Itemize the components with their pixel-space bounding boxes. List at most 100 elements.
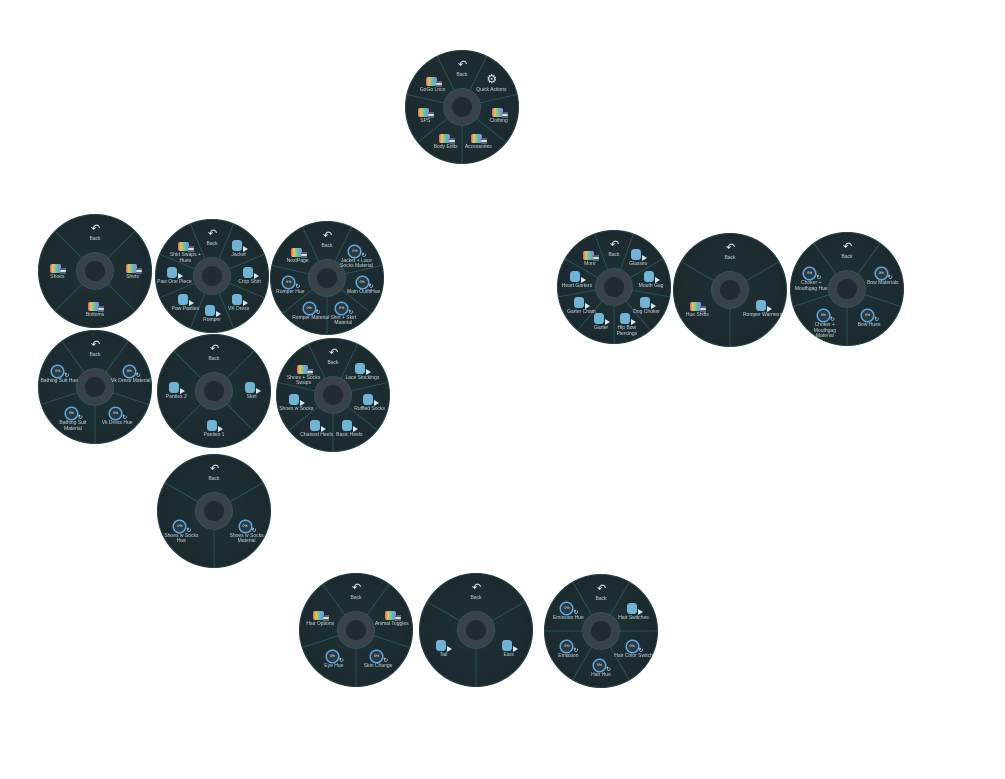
- menu-item-main-outfithue[interactable]: 0%↻Main OutfitHue: [344, 276, 384, 296]
- sector-dividers: [557, 233, 671, 344]
- menu-item-panties-2[interactable]: Panties 2: [156, 381, 196, 401]
- submenu-icon: [383, 608, 401, 622]
- menu-item-shirts[interactable]: Shirts: [113, 261, 153, 281]
- menu-item-paw-one-piece[interactable]: Paw One Piece: [154, 266, 194, 286]
- menu-item-dog-choker[interactable]: Dog Choker: [627, 296, 667, 316]
- menu-item-shoes-w-socks[interactable]: Shoes w Socks: [276, 393, 316, 413]
- menu-item-paw-pasties[interactable]: Paw Pasties: [165, 293, 205, 313]
- menu-item-hair-color-switch[interactable]: 0%↻Hair Color Switch: [614, 640, 654, 660]
- menu-item-emission-hue[interactable]: 0%↻Emission Hue: [548, 602, 588, 622]
- menu-item-basic-heels[interactable]: Basic Heels: [329, 419, 369, 439]
- menu-item-choker-mouthgag-material[interactable]: 0%↻Choker + Mouthgag Material: [805, 309, 845, 340]
- play-icon: [637, 609, 643, 616]
- submenu-icon: [416, 105, 435, 119]
- menu-item-jacket[interactable]: Jacket: [219, 239, 259, 259]
- toggle-icon: [572, 296, 591, 309]
- menu-item-back[interactable]: ↶Back: [594, 239, 634, 259]
- submenu-icon: [289, 245, 307, 258]
- menu-item-romper-warmers[interactable]: Romper Warmers: [743, 299, 783, 319]
- submenu-icon: [311, 608, 330, 622]
- menu-item-bathing-suit-hue[interactable]: 0%↻Bathing Suit Hue: [39, 365, 79, 385]
- menu-item-more[interactable]: More: [570, 248, 610, 268]
- menu-item-emission[interactable]: 0%↻Emission: [548, 640, 588, 660]
- menu-item-shoes-w-socks-material[interactable]: 0%↻Shoes w Socks Material: [227, 520, 267, 545]
- menu-item-lace-stockings[interactable]: Lace Stockings: [342, 362, 382, 382]
- sector-dividers: [277, 343, 389, 452]
- radial-menu-shoes-socks-swaps: ↶Back 0%↻Shoes w Socks Material 0%↻Shoes w…: [157, 454, 271, 568]
- menu-item-shoes-w-socks-hue[interactable]: 0%↻Shoes w Socks Hue: [161, 520, 201, 545]
- menu-item-tail[interactable]: Tail: [423, 639, 463, 659]
- menu-item-bow-hues[interactable]: 0%↻Bow Hues: [849, 309, 889, 329]
- menu-item-back[interactable]: ↶Back: [827, 241, 867, 261]
- menu-item-bow-materials[interactable]: 0%↻Bow Materials: [863, 267, 903, 287]
- menu-item-ears[interactable]: Ears: [489, 639, 529, 659]
- menu-item-ruffled-socks[interactable]: Ruffled Socks: [350, 393, 390, 413]
- menu-item-vk-dress[interactable]: VK Dress: [219, 293, 259, 313]
- toggle-icon: [241, 266, 259, 279]
- menu-item-nextpage[interactable]: NextPage: [278, 245, 318, 265]
- menu-item-shoes-socks-swaps[interactable]: Shoes + Socks Swaps: [284, 362, 324, 387]
- menu-item-back[interactable]: ↶Back: [194, 463, 234, 483]
- menu-item-romper[interactable]: Romper: [192, 304, 232, 324]
- menu-item-panties-1[interactable]: Panties 1: [194, 419, 234, 439]
- list-badge-icon: [323, 615, 330, 622]
- menu-item-jacket-lace-socks-material[interactable]: 0%↻Jacket + Lace Socks Material: [336, 245, 376, 270]
- menu-item-garter-chain[interactable]: Garter Chain: [561, 296, 601, 316]
- menu-item-hue-shifts[interactable]: Hue Shifts: [677, 299, 717, 319]
- menu-item-body-edits[interactable]: Body Edits: [426, 131, 466, 151]
- menu-item-back[interactable]: ↶Back: [194, 343, 234, 363]
- menu-item-hip-bow-piercings[interactable]: Hip Bow Piercings: [607, 312, 647, 337]
- menu-item-shirt-swaps-hues[interactable]: Shirt Swaps + Hues: [165, 239, 205, 264]
- menu-item-label: Hue Shifts: [685, 311, 709, 318]
- menu-item-vk-dress-material[interactable]: 0%↻Vk Dress Material: [111, 365, 151, 385]
- menu-item-vk-dress-hue[interactable]: 0%↻Vk Dress Hue: [97, 407, 137, 427]
- menu-item-romper-hue[interactable]: 0%↻Romper Hue: [270, 276, 310, 296]
- menu-item-skin-change[interactable]: 0%↻Skin Change: [358, 650, 398, 670]
- menu-item-back[interactable]: ↶Back: [313, 347, 353, 367]
- list-badge-icon: [435, 80, 442, 87]
- menu-item-romper-material[interactable]: 0%↻Romper Material: [291, 302, 331, 322]
- menu-item-hair-hue[interactable]: 0%↻Hair Hue: [581, 659, 621, 679]
- menu-item-back[interactable]: ↶Back: [336, 582, 376, 602]
- refresh-icon: ↻: [638, 647, 644, 654]
- radial-puppet-icon: 0%↻: [355, 276, 374, 290]
- menu-item-shirt-skirt-material[interactable]: 0%↻Shirt + Skirt Material: [323, 302, 363, 327]
- radial-puppet-icon: 0%↻: [625, 640, 644, 654]
- menu-item-glasses[interactable]: Glasses: [618, 248, 658, 268]
- menu-item-hair-switches[interactable]: Hair Switches: [614, 602, 654, 622]
- play-icon: [300, 400, 306, 407]
- menu-item-quick-actions[interactable]: ⚙Quick Actions: [471, 72, 511, 94]
- menu-item-shoes[interactable]: Shoes: [37, 261, 77, 281]
- menu-item-skirt[interactable]: Skirt: [232, 381, 272, 401]
- menu-item-bathing-suit-material[interactable]: 0%↻Bathing Suit Material: [53, 407, 93, 432]
- menu-item-label: Accessories: [464, 143, 492, 150]
- back-arrow-icon: ↶: [210, 463, 220, 476]
- menu-item-animal-toggles[interactable]: Animal Toggles: [372, 608, 412, 628]
- menu-item-eye-hue[interactable]: 0%↻Eye Hue: [314, 650, 354, 670]
- menu-item-label: Back: [456, 72, 468, 79]
- menu-item-back[interactable]: ↶Back: [581, 583, 621, 603]
- menu-item-accessories[interactable]: Accessories: [458, 131, 498, 151]
- menu-item-bottoms[interactable]: Bottoms: [75, 299, 115, 319]
- menu-item-back[interactable]: ↶Back: [710, 242, 750, 262]
- menu-item-chained-heels[interactable]: Chained Heels: [297, 419, 337, 439]
- menu-item-back[interactable]: ↶Back: [307, 230, 347, 250]
- menu-item-sps[interactable]: SPS: [405, 105, 445, 125]
- menu-item-gogo-loco[interactable]: GoGo Loco: [413, 74, 453, 94]
- menu-item-hair-options[interactable]: Hair Options: [300, 608, 340, 628]
- list-badge-icon: [501, 112, 508, 119]
- menu-item-back[interactable]: ↶Back: [192, 228, 232, 248]
- menu-item-crop-shirt[interactable]: Crop Shirt: [230, 266, 270, 286]
- menu-item-back[interactable]: ↶Back: [442, 59, 482, 79]
- menu-item-clothing[interactable]: Clothing: [479, 105, 519, 125]
- menu-item-mouth-gag[interactable]: Mouth Gag: [631, 270, 671, 290]
- menu-item-back[interactable]: ↶Back: [75, 339, 115, 359]
- menu-item-choker-mouthgag-hue[interactable]: 0%↻Choker + Mouthgag Hue: [791, 267, 831, 292]
- menu-item-back[interactable]: ↶Back: [75, 223, 115, 243]
- menu-item-back[interactable]: ↶Back: [456, 582, 496, 602]
- menu-item-garter[interactable]: Garter: [581, 312, 621, 332]
- menu-item-heart-garters[interactable]: Heart Garters: [557, 270, 597, 290]
